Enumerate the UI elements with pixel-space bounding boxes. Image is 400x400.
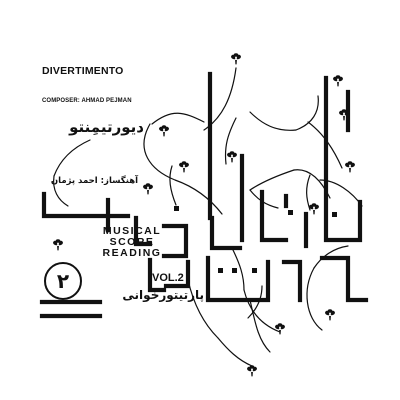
flower-ornament-icon <box>159 125 169 137</box>
geometric-lettering <box>39 71 369 319</box>
flower-ornament-icon <box>227 151 237 163</box>
flower-ornament-icon <box>325 309 335 321</box>
composer-english: COMPOSER: AHMAD PEJMAN <box>42 98 132 104</box>
flower-ornament-icon <box>275 323 285 335</box>
flower-ornament-icon <box>179 161 189 173</box>
series-word-musical: MUSICAL <box>102 225 162 237</box>
flower-ornament-icon <box>333 75 343 87</box>
series-english: MUSICAL SCORE READING <box>102 226 162 259</box>
flower-ornament-icon <box>143 183 153 195</box>
flower-ornament-icon <box>53 239 63 251</box>
composer-persian: آهنگساز: احمد پژمان <box>50 176 138 186</box>
flower-ornament-icon <box>247 365 257 377</box>
accent-marks <box>174 206 337 273</box>
flower-ornament-icon <box>345 161 355 173</box>
volume-english: VOL.2 <box>152 272 184 284</box>
series-word-score: SCORE <box>109 236 155 248</box>
flower-ornament-icon <box>309 203 319 215</box>
series-word-reading: READING <box>102 247 162 259</box>
flower-ornament-icon <box>231 53 241 65</box>
volume-number-circle: ۲ <box>44 262 82 300</box>
series-persian: پارتیتورخوانی <box>122 288 204 302</box>
title-persian: دیورتیمِنتو <box>69 118 144 136</box>
title-english: DIVERTIMENTO <box>42 65 124 77</box>
